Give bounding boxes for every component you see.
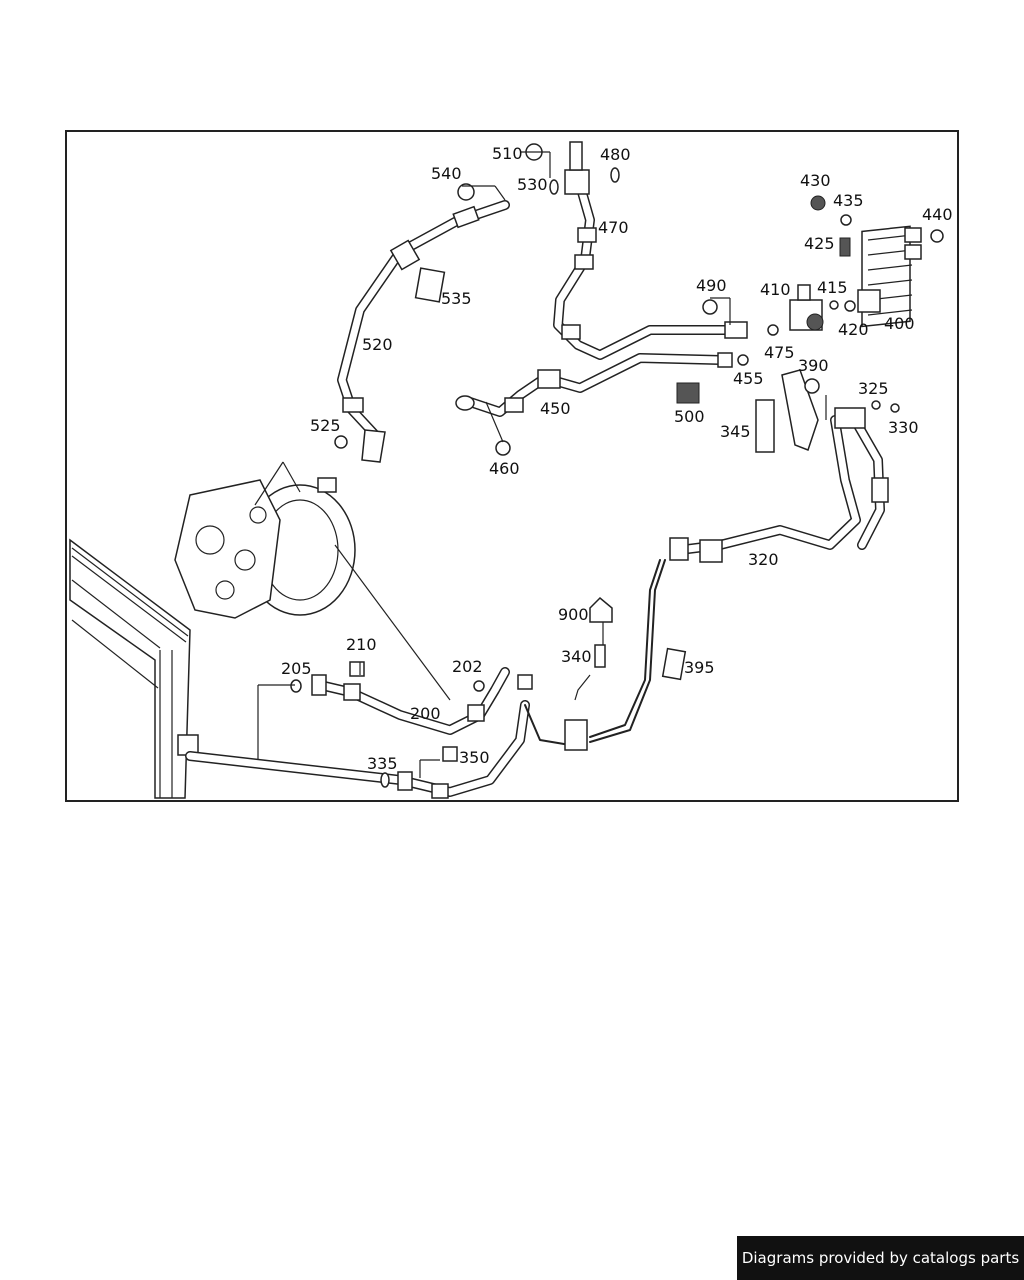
credit-text: Diagrams provided by catalogs parts — [741, 1249, 1020, 1267]
oring-420 — [844, 300, 856, 312]
label-455: 455 — [733, 369, 764, 388]
label-425: 425 — [804, 234, 835, 253]
label-900: 900 — [558, 605, 589, 624]
nut-540 — [457, 183, 475, 201]
label-390: 390 — [798, 356, 829, 375]
oring-325 — [871, 400, 881, 410]
diagram-border — [65, 130, 959, 802]
hose-520 — [337, 200, 510, 463]
hose-320 — [589, 407, 889, 743]
label-540: 540 — [431, 164, 462, 183]
oring-475 — [767, 324, 779, 336]
hose-350 — [185, 674, 588, 799]
label-395: 395 — [684, 658, 715, 677]
label-480: 480 — [600, 145, 631, 164]
label-470: 470 — [598, 218, 629, 237]
label-420: 420 — [838, 320, 869, 339]
label-535: 535 — [441, 289, 472, 308]
expansion-valve-410 — [789, 284, 824, 331]
oring-435 — [840, 214, 852, 226]
bolt-350 — [442, 746, 458, 762]
nut-390 — [804, 378, 820, 394]
nut-430 — [810, 195, 826, 211]
sleeve-535 — [414, 267, 446, 303]
oring-205 — [290, 679, 302, 693]
label-210: 210 — [346, 635, 377, 654]
bolt-210 — [349, 661, 365, 677]
bracket-390-body — [781, 369, 819, 451]
switch-340 — [594, 644, 606, 668]
label-325: 325 — [858, 379, 889, 398]
hose-450 — [455, 352, 733, 417]
label-202: 202 — [452, 657, 483, 676]
hose-200 — [311, 667, 510, 735]
label-430: 430 — [800, 171, 831, 190]
label-410: 410 — [760, 280, 791, 299]
credit-banner: Diagrams provided by catalogs parts — [737, 1236, 1024, 1280]
label-350: 350 — [459, 748, 490, 767]
label-435: 435 — [833, 191, 864, 210]
oring-525 — [334, 435, 348, 449]
nut-460 — [495, 440, 511, 456]
hose-470 — [553, 141, 748, 360]
label-205: 205 — [281, 659, 312, 678]
label-510: 510 — [492, 144, 523, 163]
label-475: 475 — [764, 343, 795, 362]
oring-415 — [829, 300, 839, 310]
label-450: 450 — [540, 399, 571, 418]
oring-530 — [549, 179, 559, 195]
cap-500 — [676, 382, 700, 404]
oring-455 — [737, 354, 749, 366]
arrow-340 — [574, 674, 591, 701]
compressor — [174, 461, 451, 701]
oring-330 — [890, 403, 900, 413]
chiller-400 — [857, 225, 922, 328]
sleeve-395 — [661, 647, 687, 681]
label-520: 520 — [362, 335, 393, 354]
label-400: 400 — [884, 314, 915, 333]
label-330: 330 — [888, 418, 919, 437]
oring-480 — [610, 167, 620, 183]
connector-900 — [589, 596, 613, 623]
bracket-345 — [755, 399, 775, 453]
label-500: 500 — [674, 407, 705, 426]
label-460: 460 — [489, 459, 520, 478]
label-340: 340 — [561, 647, 592, 666]
label-320: 320 — [748, 550, 779, 569]
condenser — [69, 538, 199, 799]
label-335: 335 — [367, 754, 398, 773]
nut-490 — [702, 299, 718, 315]
label-345: 345 — [720, 422, 751, 441]
sensor-425 — [839, 237, 851, 257]
label-200: 200 — [410, 704, 441, 723]
nut-440 — [930, 229, 944, 243]
oring-335 — [380, 772, 390, 788]
label-530: 530 — [517, 175, 548, 194]
callout-labels: 200 202 205 210 320 325 330 335 340 345 … — [281, 144, 953, 773]
label-440: 440 — [922, 205, 953, 224]
label-525: 525 — [310, 416, 341, 435]
label-490: 490 — [696, 276, 727, 295]
leader-lines — [359, 151, 827, 778]
label-415: 415 — [817, 278, 848, 297]
